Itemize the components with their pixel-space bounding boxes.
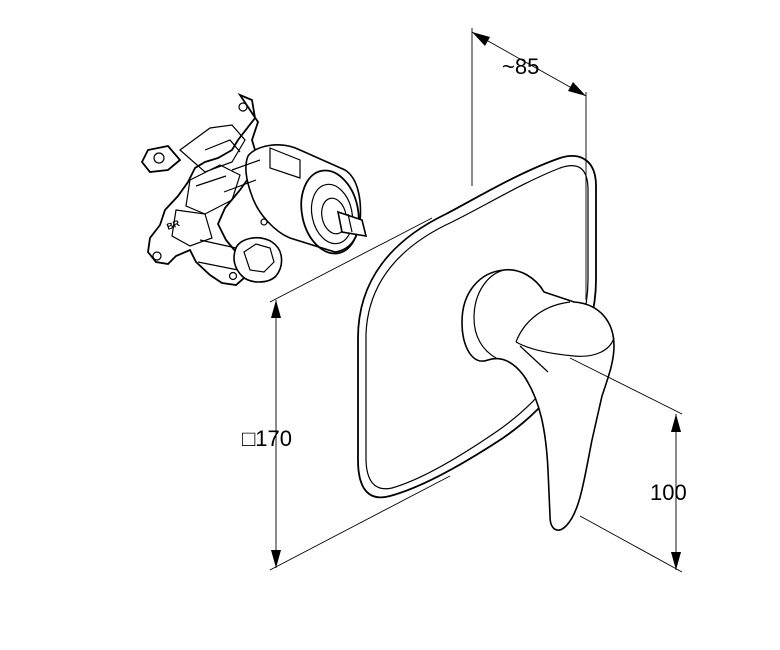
dimension-depth: ~85 bbox=[471, 28, 587, 300]
dimension-plate-size: □170 bbox=[242, 217, 451, 571]
lever-handle bbox=[461, 268, 615, 531]
mount-hole-bottom-left bbox=[152, 251, 162, 261]
dimension-lever-height-label: 100 bbox=[650, 480, 687, 505]
mount-hole-left bbox=[153, 152, 165, 164]
mount-hole-bottom bbox=[228, 271, 238, 281]
dimension-depth-label: ~85 bbox=[502, 54, 539, 79]
valve-body: BR bbox=[140, 93, 368, 286]
mount-hole-top bbox=[238, 102, 248, 112]
dimension-lever-height: 100 bbox=[569, 357, 687, 573]
svg-text:BR: BR bbox=[165, 218, 181, 232]
trim-plate bbox=[357, 155, 597, 499]
dimension-plate-size-label: □170 bbox=[242, 426, 292, 451]
